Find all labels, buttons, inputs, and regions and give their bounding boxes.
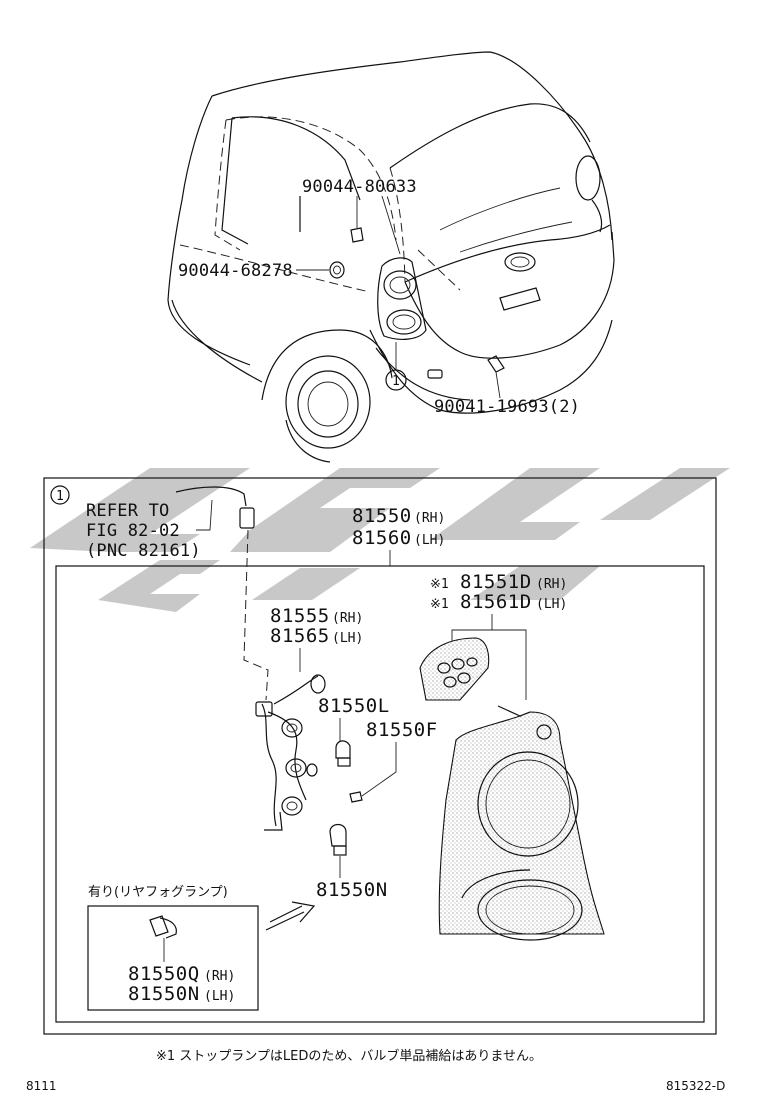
socket-rh-number: 81555 <box>270 605 330 627</box>
fog-bulb <box>149 915 177 939</box>
rear-lamp-housing <box>438 705 605 941</box>
footnote: ※1 ストップランプはLEDのため、バルブ単品補給はありません。 <box>156 1048 542 1064</box>
corner-code-left: 8111 <box>26 1079 57 1093</box>
led-lh-number: 81561D <box>460 591 532 613</box>
socket-harness <box>255 674 326 831</box>
callout-screw-bumper: 90041-19693(2) <box>434 397 580 417</box>
fog-lh-number: 81550N <box>128 983 200 1005</box>
led-lh-mark: ※1 <box>430 597 449 612</box>
bulb-l <box>335 740 351 767</box>
bulb-l-number: 81550L <box>318 695 390 717</box>
fog-rh-side: (RH) <box>204 969 235 984</box>
callout-marker-1: 1 <box>392 374 400 389</box>
callout-bolt-side: 90044-68278 <box>178 261 293 281</box>
lamp-lh-number: 81560 <box>352 527 412 549</box>
watermark-logo <box>30 468 730 612</box>
lamp-rh-side: (RH) <box>414 511 445 526</box>
bulb-f <box>349 791 363 803</box>
fog-lh-side: (LH) <box>204 989 235 1004</box>
fog-box-title: 有り(リヤフォグランプ) <box>88 885 228 900</box>
led-rh-mark: ※1 <box>430 577 449 592</box>
bulb-f-number: 81550F <box>366 719 438 741</box>
car-illustration <box>167 51 615 463</box>
lamp-assembly-frame <box>55 565 705 1023</box>
led-rh-number: 81551D <box>460 571 532 593</box>
led-lh-side: (LH) <box>536 597 567 612</box>
fog-box <box>87 905 259 1011</box>
fog-rh-number: 81550Q <box>128 963 200 985</box>
socket-lh-side: (LH) <box>332 631 363 646</box>
wire-connector <box>175 486 269 701</box>
detail-marker-label: 1 <box>56 489 64 504</box>
led-module <box>419 637 490 701</box>
lamp-lh-side: (LH) <box>414 533 445 548</box>
detail-frame <box>43 477 717 1035</box>
refer-line-2: FIG 82-02 <box>86 521 180 541</box>
refer-line-1: REFER TO <box>86 501 169 521</box>
led-rh-side: (RH) <box>536 577 567 592</box>
refer-line-3: (PNC 82161) <box>86 541 201 561</box>
socket-rh-side: (RH) <box>332 611 363 626</box>
callout-bolt-upper: 90044-80633 <box>302 177 417 197</box>
bulb-n <box>329 823 347 856</box>
corner-code-right: 815322-D <box>666 1079 725 1093</box>
fog-arrow <box>265 901 316 931</box>
detail-marker <box>50 485 70 505</box>
lamp-rh-number: 81550 <box>352 505 412 527</box>
bulb-n-number: 81550N <box>316 879 388 901</box>
socket-lh-number: 81565 <box>270 625 330 647</box>
